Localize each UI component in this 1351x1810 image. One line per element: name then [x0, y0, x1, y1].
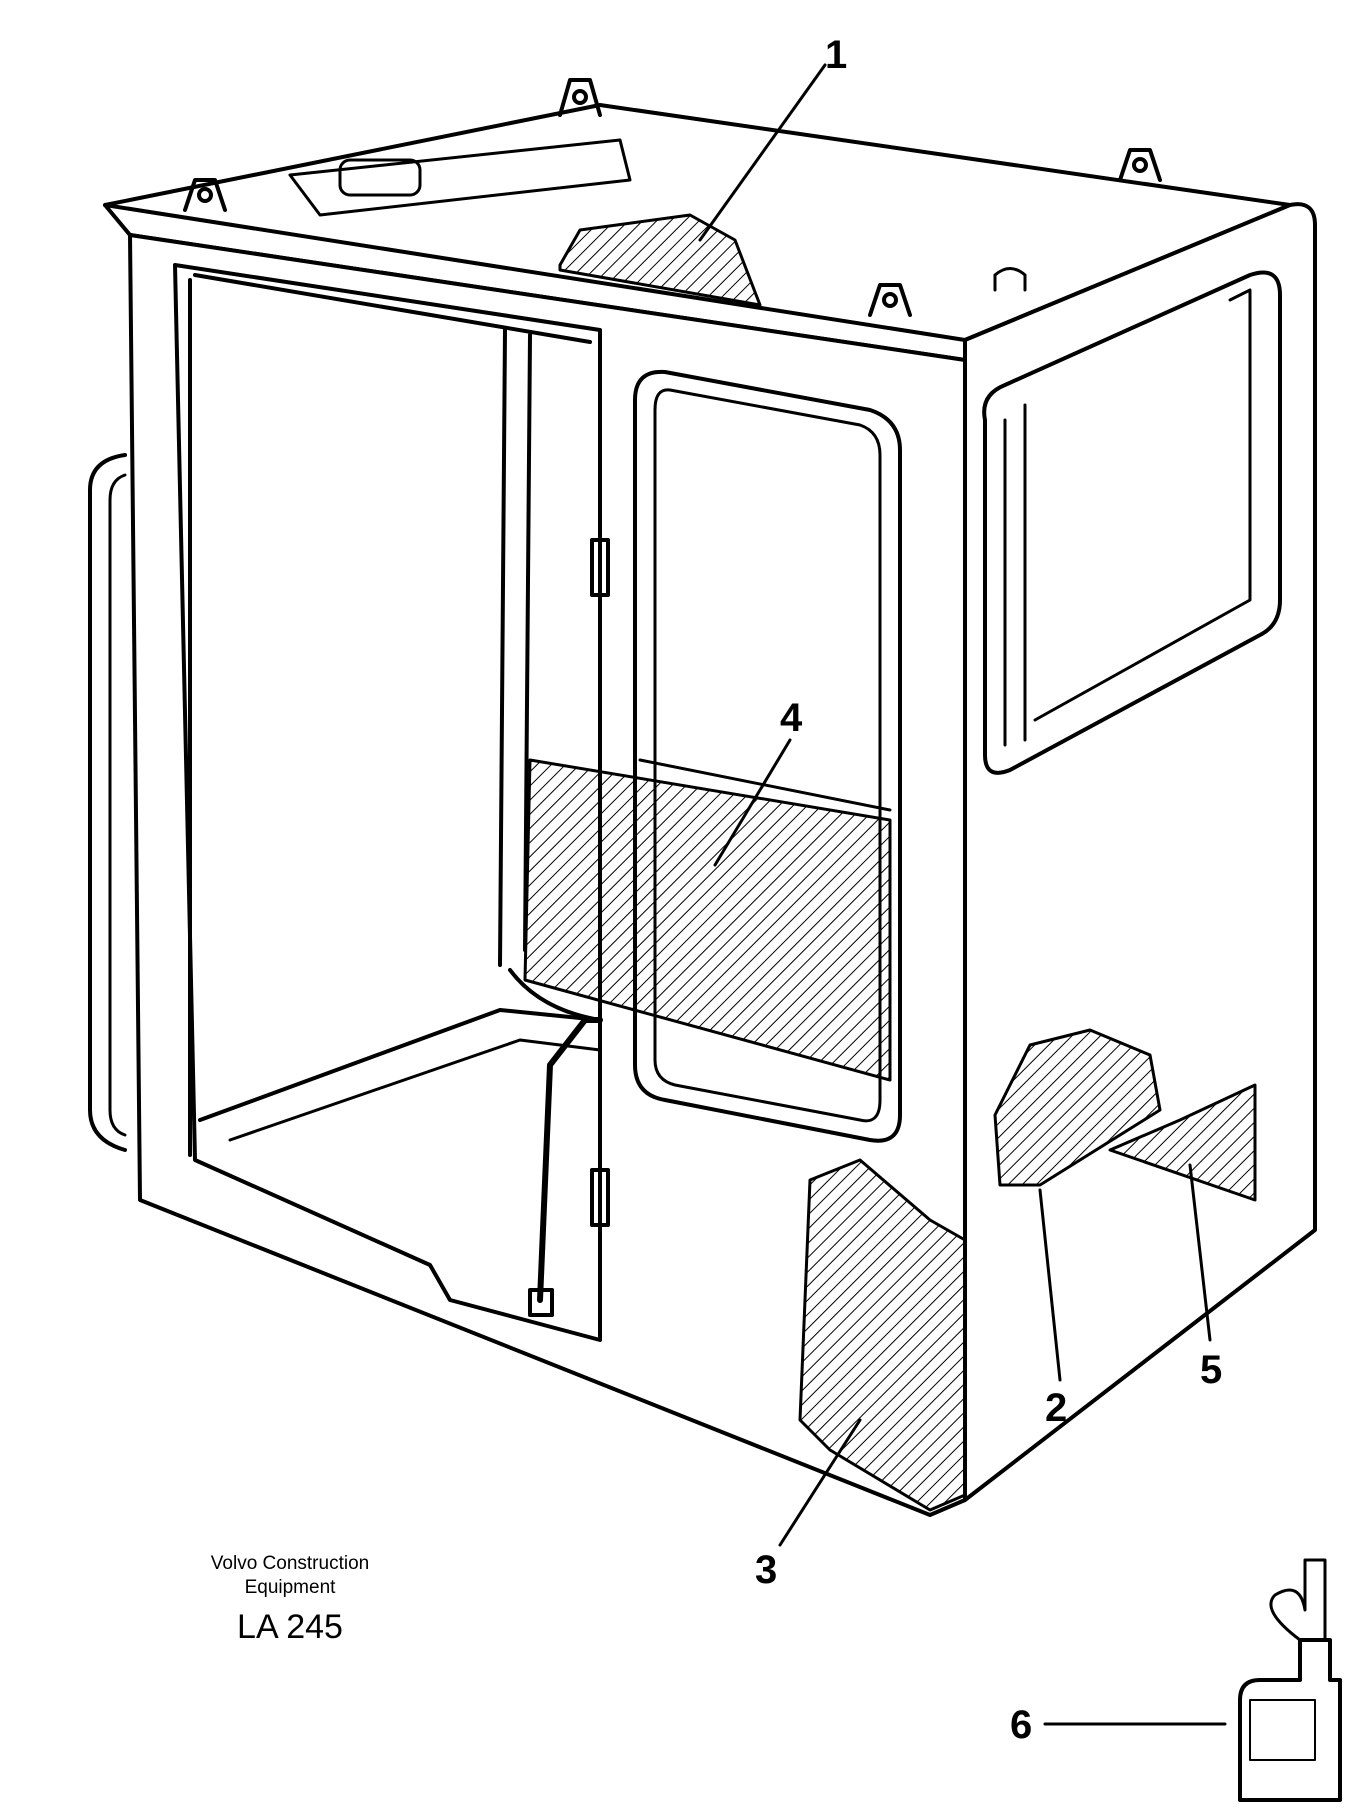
front-insulation-panel [798, 1158, 967, 1512]
callout-6: 6 [1010, 1703, 1033, 1747]
manufacturer-line-2: Equipment [244, 1577, 336, 1598]
manufacturer-caption: Volvo Construction Equipment [150, 1552, 430, 1600]
leader-lines [698, 63, 1227, 1726]
glue-bottle [1238, 1558, 1342, 1802]
callout-2: 2 [1045, 1386, 1068, 1430]
floor-insulation-panel [1108, 1083, 1257, 1202]
rear-wall-panel [523, 758, 892, 1082]
cab-side-panel [963, 202, 1317, 1502]
door-handle-rod [528, 503, 610, 1317]
door-window [633, 369, 902, 1143]
roof-insulation-panel [558, 213, 762, 307]
handrail [88, 453, 127, 1152]
callout-5: 5 [1200, 1348, 1223, 1392]
callout-1: 1 [825, 33, 848, 77]
drawing-code: LA 245 [237, 1608, 343, 1646]
callout-4: 4 [780, 696, 803, 740]
side-insulation-panel [993, 1028, 1162, 1187]
manufacturer-line-1: Volvo Construction [210, 1553, 370, 1574]
callout-3: 3 [755, 1548, 778, 1592]
